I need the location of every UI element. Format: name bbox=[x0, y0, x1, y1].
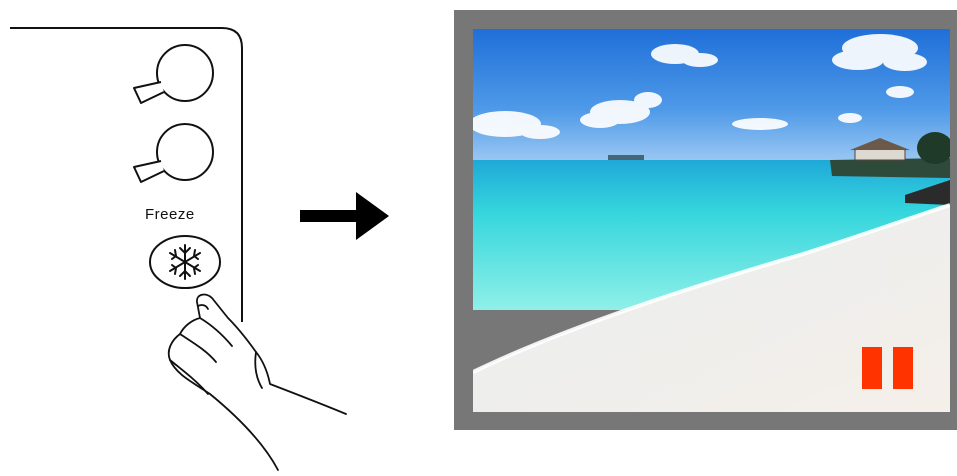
freeze-button[interactable] bbox=[149, 235, 221, 289]
arrow-right-icon bbox=[300, 192, 389, 240]
freeze-label: Freeze bbox=[145, 206, 195, 223]
knob-icon[interactable] bbox=[133, 123, 214, 183]
pause-icon bbox=[862, 347, 913, 389]
knob-icon[interactable] bbox=[133, 44, 214, 104]
control-panel bbox=[10, 27, 243, 322]
snowflake-icon bbox=[169, 244, 201, 280]
beach-photo bbox=[473, 29, 950, 412]
hand-illustration bbox=[167, 293, 347, 471]
